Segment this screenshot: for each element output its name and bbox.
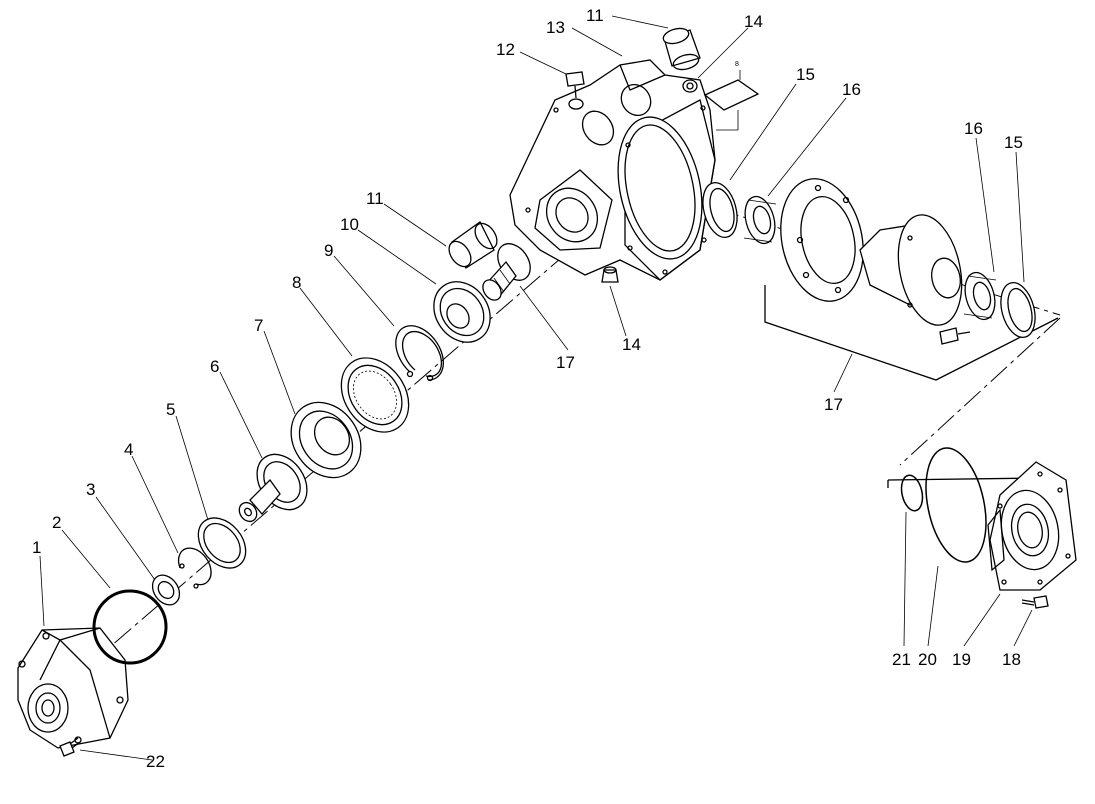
part-15-bearing-cup-left — [702, 181, 738, 239]
cover-group-bracket — [887, 477, 1041, 488]
part-3-bearing — [151, 574, 181, 606]
part-10-ball-bearing — [433, 281, 491, 343]
part-2-o-ring — [92, 589, 168, 665]
callout-22: 22 — [146, 752, 165, 771]
plate-mark: 8 — [735, 61, 739, 68]
callout-19: 19 — [952, 650, 971, 669]
callout-15-left: 15 — [796, 65, 815, 84]
callout-labels: 1 2 3 4 5 6 7 8 9 10 11 11 12 13 14 14 1… — [32, 6, 1023, 771]
part-20-gasket — [925, 447, 987, 563]
part-16-tapered-bearing-right — [963, 271, 997, 321]
part-6-pinion-shaft — [238, 453, 308, 523]
part-17-differential-assembly — [764, 178, 1059, 381]
callout-8: 8 — [292, 273, 301, 292]
callout-4: 4 — [124, 440, 133, 459]
leader-lines — [39, 15, 1033, 761]
part-11-bushing-upper — [662, 27, 701, 71]
part-11-bushing-lower — [448, 221, 498, 269]
callout-16-right: 16 — [964, 119, 983, 138]
callout-14-upper: 14 — [744, 12, 763, 31]
callout-10: 10 — [340, 215, 359, 234]
part-21-o-ring-small — [900, 474, 924, 512]
callout-7: 7 — [254, 316, 263, 335]
part-5-shim — [197, 517, 247, 569]
callout-15-right: 15 — [1004, 133, 1023, 152]
callout-3: 3 — [86, 480, 95, 499]
part-12-vent-plug — [565, 71, 585, 110]
part-9-retaining-ring — [395, 325, 444, 382]
callout-21: 21 — [892, 650, 911, 669]
callout-12: 12 — [496, 40, 515, 59]
callout-6: 6 — [210, 357, 219, 376]
part-8-needle-bearing — [340, 357, 410, 433]
part-4-snap-ring — [177, 547, 212, 589]
callout-5: 5 — [166, 400, 175, 419]
callout-18: 18 — [1002, 650, 1021, 669]
part-7-bearing-cup — [290, 401, 362, 479]
callout-17-large: 17 — [824, 395, 843, 414]
main-axis-centerline — [59, 189, 641, 691]
callout-13: 13 — [546, 18, 565, 37]
callout-11-upper: 11 — [586, 6, 604, 25]
callout-1: 1 — [32, 538, 41, 557]
part-15-bearing-cup-right — [1000, 281, 1036, 339]
callout-2: 2 — [52, 513, 61, 532]
cover-axis-link — [899, 317, 1061, 466]
part-14-plug-upper — [682, 79, 698, 93]
callout-20: 20 — [918, 650, 937, 669]
callout-17-small: 17 — [556, 353, 575, 372]
part-1-end-cover — [17, 627, 129, 749]
part-14-drain-plug — [601, 266, 619, 283]
callout-16-left: 16 — [842, 80, 861, 99]
callout-9: 9 — [324, 241, 333, 260]
inspection-plate: 8 — [703, 61, 760, 131]
part-17-input-gear — [482, 243, 531, 301]
part-16-tapered-bearing-left — [743, 195, 777, 245]
part-18-bolt — [1021, 595, 1049, 609]
part-19-side-cover — [987, 461, 1077, 591]
gear-housing — [509, 59, 716, 281]
part-22-bolt — [59, 737, 81, 757]
callout-11-lower: 11 — [366, 189, 384, 208]
callout-14-lower: 14 — [622, 335, 641, 354]
